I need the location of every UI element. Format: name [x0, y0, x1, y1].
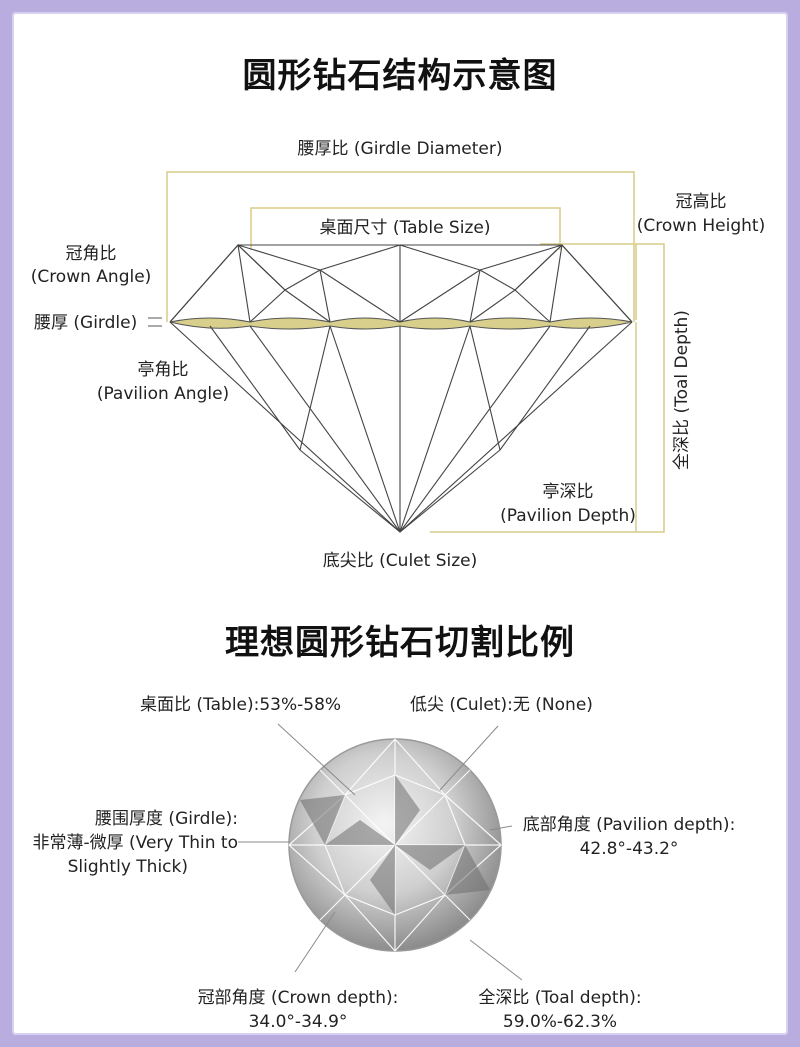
- crown-ratio-line1: 冠部角度 (Crown depth):: [197, 988, 399, 1008]
- measurement-guides: [166, 171, 665, 533]
- pavilion-ratio-line1: 底部角度 (Pavilion depth):: [522, 815, 736, 835]
- girdle-indicator: [148, 317, 162, 327]
- pavilion-depth-label-en: (Pavilion Depth): [500, 506, 636, 526]
- pavilion-angle-label-en: (Pavilion Angle): [96, 384, 230, 404]
- diamond-dark-facets: [300, 775, 490, 915]
- crown-height-label-en: (Crown Height): [636, 216, 766, 236]
- crown-ratio-line2: 34.0°-34.9°: [248, 1012, 348, 1032]
- culet-size-label: 底尖比 (Culet Size): [322, 551, 478, 571]
- diagram-title: 圆形钻石结构示意图: [242, 56, 558, 96]
- girdle-ratio-line3: Slightly Thick): [67, 857, 188, 877]
- girdle-label: 腰厚 (Girdle): [34, 313, 138, 333]
- girdle-ratio-line1: 腰围厚度 (Girdle):: [95, 809, 238, 829]
- crown-angle-label-en: (Crown Angle): [30, 267, 152, 287]
- leader-lines: [238, 723, 523, 981]
- girdle-ratio-line2: 非常薄-微厚 (Very Thin to: [32, 833, 238, 853]
- pavilion-angle-label-cn: 亭角比: [137, 360, 189, 380]
- culet-ratio-label: 低尖 (Culet):无 (None): [410, 695, 593, 715]
- pavilion-ratio-line2: 42.8°-43.2°: [579, 839, 679, 859]
- girdle-diameter-label: 腰厚比 (Girdle Diameter): [297, 139, 503, 159]
- table-ratio-label: 桌面比 (Table):53%-58%: [140, 695, 342, 715]
- crown-height-label-cn: 冠高比: [675, 192, 727, 212]
- diamond-facets: [169, 243, 633, 533]
- table-size-label: 桌面尺寸 (Table Size): [319, 218, 491, 238]
- crown-angle-label-cn: 冠角比: [65, 244, 117, 264]
- total-ratio-line1: 全深比 (Toal depth):: [478, 988, 642, 1008]
- ratios-title: 理想圆形钻石切割比例: [225, 623, 575, 663]
- total-ratio-line2: 59.0%-62.3%: [502, 1012, 618, 1032]
- pavilion-depth-label-cn: 亭深比: [542, 482, 594, 502]
